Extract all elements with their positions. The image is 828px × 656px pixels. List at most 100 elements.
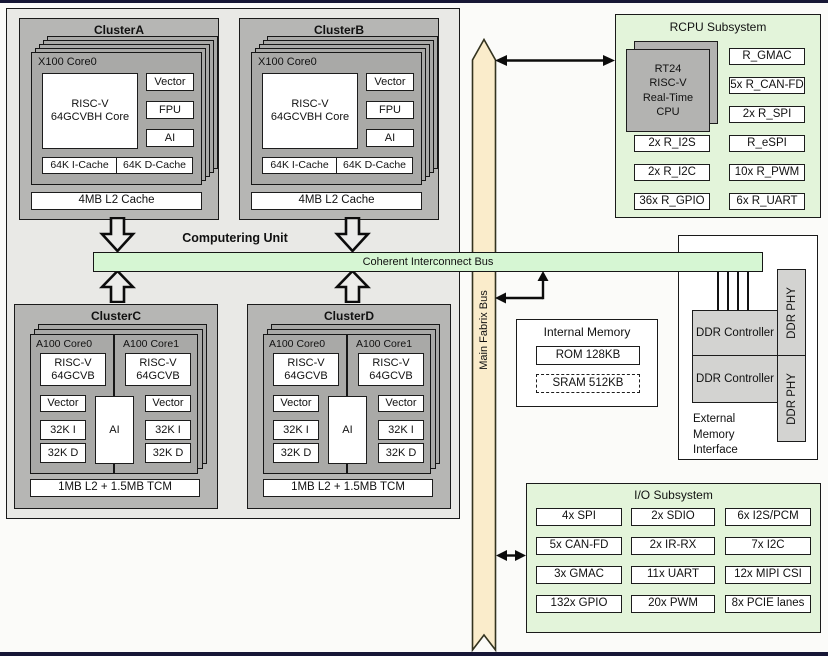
- internal-memory-panel: Internal Memory ROM 128KB SRAM 512KB: [516, 319, 658, 407]
- dcache-box: 64K D-Cache: [116, 157, 193, 174]
- computering-unit-panel: Computering Unit ClusterA X100 Core0 RIS…: [6, 8, 460, 519]
- dcache-box: 32K D: [378, 443, 424, 463]
- double-arrow-icon: [495, 55, 615, 66]
- rcpu-subsystem-panel: RCPU Subsystem RT24 RISC-V Real-Time CPU…: [615, 14, 821, 218]
- external-memory-label: External Memory Interface: [693, 413, 738, 457]
- icache-box: 64K I-Cache: [262, 157, 337, 174]
- l2-tcm-box: 1MB L2 + 1.5MB TCM: [30, 479, 200, 497]
- cluster-d-title: ClusterD: [323, 309, 374, 323]
- computering-unit-title: Computering Unit: [182, 231, 288, 245]
- l2-tcm-box: 1MB L2 + 1.5MB TCM: [263, 479, 433, 497]
- cluster-b-title: ClusterB: [313, 23, 364, 37]
- io-item-box: 3x GMAC: [536, 566, 622, 584]
- dcache-box: 32K D: [273, 443, 319, 463]
- rcpu-subsystem-title: RCPU Subsystem: [669, 20, 767, 34]
- x100-core-label: X100 Core0: [38, 56, 97, 68]
- riscv-core-box: RISC-V 64GCVB: [358, 353, 424, 386]
- io-item-box: 2x IR-RX: [631, 537, 715, 555]
- rcpu-item-box: 36x R_GPIO: [634, 193, 710, 210]
- vector-box: Vector: [366, 73, 414, 91]
- dcache-box: 32K D: [40, 443, 86, 463]
- icache-box: 32K I: [40, 420, 86, 440]
- ddr-phy-label: DDR PHY: [785, 286, 798, 339]
- shared-ai-box: AI: [328, 396, 367, 464]
- vector-box: Vector: [273, 395, 319, 412]
- cluster-c-title: ClusterC: [90, 309, 141, 323]
- riscv-core-box: RISC-V 64GCVBH Core: [42, 73, 138, 149]
- rt24-cpu-box: RT24 RISC-V Real-Time CPU: [626, 49, 710, 132]
- rom-box: ROM 128KB: [536, 346, 640, 365]
- io-item-box: 2x SDIO: [631, 508, 715, 526]
- x100-core-label: X100 Core0: [258, 56, 317, 68]
- block-arrow-down-icon: [334, 217, 371, 253]
- io-item-box: 4x SPI: [536, 508, 622, 526]
- riscv-core-box: RISC-V 64GCVB: [273, 353, 339, 386]
- riscv-core-box: RISC-V 64GCVB: [40, 353, 106, 386]
- a100-core1-panel: A100 Core1 RISC-V 64GCVB Vector 32K I 32…: [114, 334, 198, 474]
- rcpu-item-box: R_GMAC: [729, 48, 805, 65]
- main-fabrix-bus-label: Main Fabrix Bus: [478, 290, 490, 370]
- ddr-connector-line: [737, 271, 740, 310]
- icache-box: 32K I: [145, 420, 191, 440]
- icache-box: 32K I: [378, 420, 424, 440]
- ai-box: AI: [366, 129, 414, 147]
- io-subsystem-title: I/O Subsystem: [634, 488, 713, 502]
- io-item-box: 11x UART: [631, 566, 715, 584]
- fpu-box: FPU: [366, 101, 414, 119]
- ddr-controller-box: DDR Controller: [692, 310, 778, 356]
- block-arrow-up-icon: [334, 270, 371, 303]
- a100-core-label: A100 Core1: [123, 338, 180, 350]
- rcpu-item-box: 2x R_I2C: [634, 164, 710, 181]
- x100-core-panel: X100 Core0 RISC-V 64GCVBH Core Vector FP…: [251, 52, 422, 185]
- io-item-box: 6x I2S/PCM: [725, 508, 811, 526]
- elbow-arrow-icon: [495, 271, 549, 304]
- cluster-c: ClusterC A100 Core0 RISC-V 64GCVB Vector…: [14, 304, 218, 509]
- io-item-box: 8x PCIE lanes: [725, 595, 811, 613]
- vector-box: Vector: [40, 395, 86, 412]
- a100-core-label: A100 Core1: [356, 338, 413, 350]
- a100-core-label: A100 Core0: [36, 338, 93, 350]
- l2-cache-box: 4MB L2 Cache: [31, 192, 202, 210]
- io-item-box: 5x CAN-FD: [536, 537, 622, 555]
- l2-cache-box: 4MB L2 Cache: [251, 192, 422, 210]
- ddr-phy-box: DDR PHY: [777, 269, 806, 356]
- x100-core-panel: X100 Core0 RISC-V 64GCVBH Core Vector FP…: [31, 52, 202, 185]
- rcpu-item-box: 2x R_I2S: [634, 135, 710, 152]
- a100-core-label: A100 Core0: [269, 338, 326, 350]
- io-item-box: 20x PWM: [631, 595, 715, 613]
- io-item-box: 132x GPIO: [536, 595, 622, 613]
- cluster-a-title: ClusterA: [93, 23, 144, 37]
- vector-box: Vector: [146, 73, 194, 91]
- internal-memory-title: Internal Memory: [543, 325, 631, 339]
- ai-box: AI: [146, 129, 194, 147]
- vector-box: Vector: [378, 395, 424, 412]
- top-edge-line: [0, 0, 828, 3]
- icache-box: 32K I: [273, 420, 319, 440]
- fpu-box: FPU: [146, 101, 194, 119]
- ddr-phy-box: DDR PHY: [777, 355, 806, 442]
- ddr-controller-box: DDR Controller: [692, 355, 778, 403]
- vector-box: Vector: [145, 395, 191, 412]
- ddr-connector-line: [717, 271, 720, 310]
- block-arrow-up-icon: [99, 270, 136, 303]
- ddr-connector-line: [747, 271, 750, 310]
- sram-box: SRAM 512KB: [536, 374, 640, 393]
- io-item-box: 7x I2C: [725, 537, 811, 555]
- shared-ai-box: AI: [95, 396, 134, 464]
- riscv-core-box: RISC-V 64GCVBH Core: [262, 73, 358, 149]
- io-item-box: 12x MIPI CSI: [725, 566, 811, 584]
- coherent-interconnect-bus-label: Coherent Interconnect Bus: [362, 256, 494, 268]
- main-fabrix-bus: [471, 38, 497, 653]
- rcpu-item-box: 5x R_CAN-FD: [729, 77, 805, 94]
- coherent-interconnect-bus: Coherent Interconnect Bus: [93, 252, 763, 272]
- icache-box: 64K I-Cache: [42, 157, 117, 174]
- rcpu-item-box: 6x R_UART: [729, 193, 805, 210]
- io-subsystem-panel: I/O Subsystem 4x SPI 2x SDIO 6x I2S/PCM …: [526, 483, 821, 633]
- ddr-phy-label: DDR PHY: [785, 372, 798, 425]
- block-arrow-down-icon: [99, 217, 136, 253]
- bottom-edge-line: [0, 652, 828, 656]
- dcache-box: 32K D: [145, 443, 191, 463]
- riscv-core-box: RISC-V 64GCVB: [125, 353, 191, 386]
- rcpu-item-box: 10x R_PWM: [729, 164, 805, 181]
- cluster-a: ClusterA X100 Core0 RISC-V 64GCVBH Core …: [19, 18, 219, 220]
